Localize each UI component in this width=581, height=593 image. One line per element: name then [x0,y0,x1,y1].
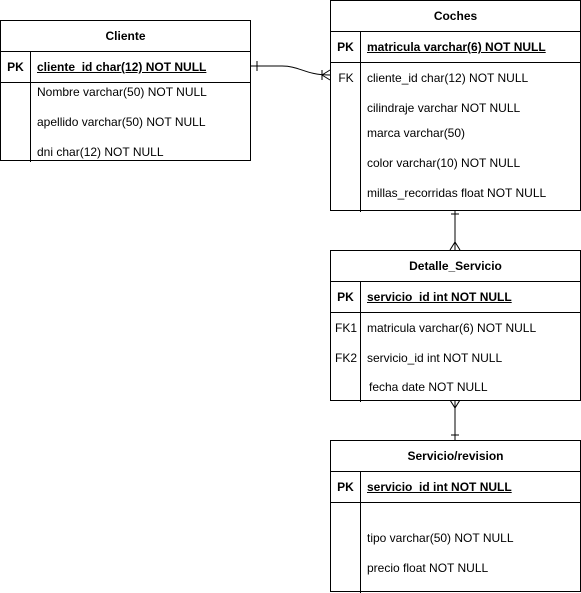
key-column [1,83,31,162]
field-row: cilindraje varchar NOT NULL [367,101,521,115]
field-column: cliente_id char(12) NOT NULL cilindraje … [361,63,580,212]
table-body: FK cliente_id char(12) NOT NULL cilindra… [331,63,580,212]
table-title: Coches [331,1,580,32]
field-row: apellido varchar(50) NOT NULL [37,115,206,129]
key-column: FK [331,63,361,212]
fk1-label: FK1 [334,321,357,335]
table-body: Nombre varchar(50) NOT NULL apellido var… [1,83,250,162]
key-column [331,503,361,593]
field-row: matricula varchar(6) NOT NULL [367,321,537,335]
table-title: Servicio/revision [331,441,580,472]
pk-row: PK matricula varchar(6) NOT NULL [331,32,580,63]
field-row: Nombre varchar(50) NOT NULL [37,85,207,99]
field-row: millas_recorridas float NOT NULL [367,186,547,200]
field-row: cliente_id char(12) NOT NULL [367,71,529,85]
connector-detalle-servicio [449,399,461,440]
pk-field: matricula varchar(6) NOT NULL [367,40,546,54]
field-row: tipo varchar(50) NOT NULL [367,531,514,545]
pk-field: servicio_id int NOT NULL [367,480,512,494]
table-detalle-servicio[interactable]: Detalle_Servicio PK servicio_id int NOT … [330,250,581,402]
fk2-label: FK2 [334,351,357,365]
pk-label: PK [331,282,361,312]
pk-field: servicio_id int NOT NULL [367,290,512,304]
table-body: tipo varchar(50) NOT NULL precio float N… [331,503,580,593]
field-row: precio float NOT NULL [367,561,489,575]
field-column: matricula varchar(6) NOT NULL servicio_i… [361,313,580,402]
table-body: FK1 FK2 matricula varchar(6) NOT NULL se… [331,313,580,402]
field-column: tipo varchar(50) NOT NULL precio float N… [361,503,580,593]
field-row: marca varchar(50) [367,126,466,140]
connector-cliente-coches [250,61,331,81]
table-title: Cliente [1,21,250,52]
pk-row: PK servicio_id int NOT NULL [331,472,580,503]
pk-field: cliente_id char(12) NOT NULL [37,60,207,74]
connector-coches-detalle [449,210,461,251]
fk-label: FK [338,71,354,85]
table-cliente[interactable]: Cliente PK cliente_id char(12) NOT NULL … [0,20,251,162]
key-column: FK1 FK2 [331,313,361,402]
field-row: color varchar(10) NOT NULL [367,156,521,170]
field-column: Nombre varchar(50) NOT NULL apellido var… [31,83,250,162]
pk-row: PK servicio_id int NOT NULL [331,282,580,313]
field-row: fecha date NOT NULL [369,380,488,394]
table-servicio-revision[interactable]: Servicio/revision PK servicio_id int NOT… [330,440,581,593]
table-title: Detalle_Servicio [331,251,580,282]
field-row: servicio_id int NOT NULL [367,351,503,365]
pk-row: PK cliente_id char(12) NOT NULL [1,52,250,83]
field-row: dni char(12) NOT NULL [37,145,164,159]
pk-label: PK [331,472,361,502]
pk-label: PK [1,52,31,82]
table-coches[interactable]: Coches PK matricula varchar(6) NOT NULL … [330,0,581,212]
pk-label: PK [331,32,361,62]
